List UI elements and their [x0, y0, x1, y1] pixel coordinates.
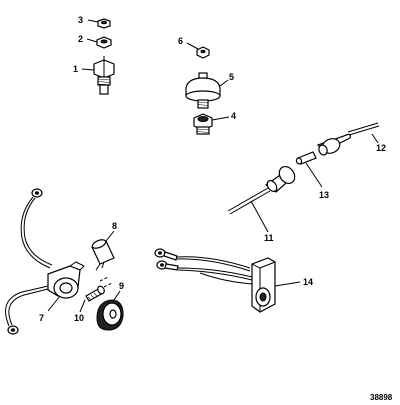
part-1-sender — [81, 56, 115, 95]
part-11-harness — [227, 166, 296, 233]
figure-number: 38898 — [370, 393, 393, 402]
callout-6: 6 — [178, 36, 183, 46]
callout-14: 14 — [303, 277, 313, 287]
part-13-connector — [295, 151, 323, 188]
callout-5: 5 — [229, 72, 234, 82]
callout-7: 7 — [39, 313, 44, 323]
part-4-adapter — [193, 113, 230, 135]
part-7-wire-assembly — [5, 188, 85, 335]
callout-3: 3 — [78, 15, 83, 25]
part-3-nut — [87, 18, 111, 29]
part-12-harness — [316, 122, 380, 156]
part-14-coil — [154, 248, 301, 313]
callout-13: 13 — [319, 190, 329, 200]
callout-2: 2 — [78, 34, 83, 44]
callout-12: 12 — [376, 143, 386, 153]
part-8-plug — [91, 230, 115, 271]
part-2-washer — [86, 36, 112, 49]
callout-9: 9 — [119, 281, 124, 291]
part-5-pressure-sender — [185, 72, 229, 109]
part-6-nut — [186, 42, 210, 59]
part-9-cap — [96, 290, 124, 331]
callout-8: 8 — [112, 221, 117, 231]
callout-10: 10 — [74, 313, 84, 323]
callout-1: 1 — [73, 64, 78, 74]
callout-4: 4 — [231, 111, 236, 121]
callout-11: 11 — [264, 233, 274, 243]
part-10-screw — [79, 276, 113, 313]
